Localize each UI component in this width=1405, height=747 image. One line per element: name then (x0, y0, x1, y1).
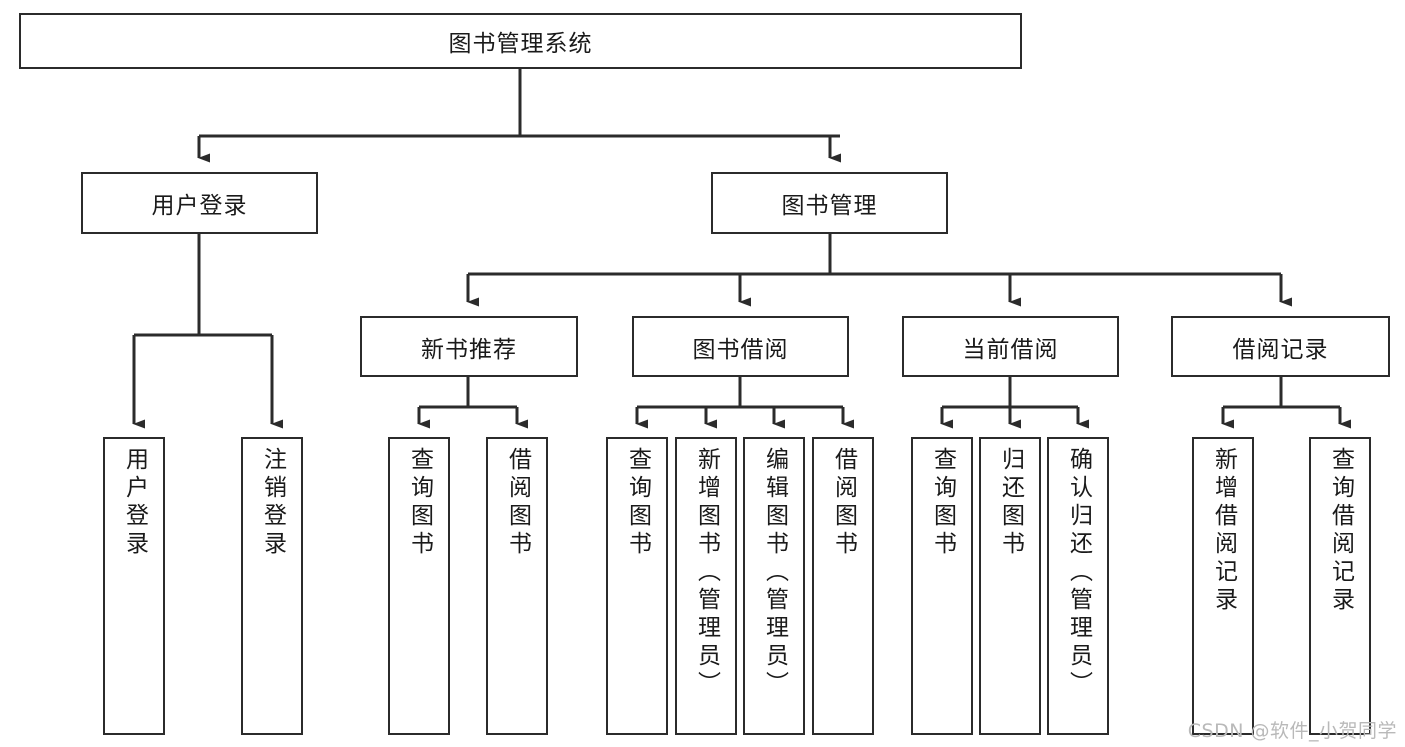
node-label: 用户登录 (151, 193, 248, 219)
leaf-borrow-edit-book-admin[interactable]: 编辑图书（管理员） (743, 437, 805, 735)
leaf-current-return-book[interactable]: 归还图书 (979, 437, 1041, 735)
leaf-borrow-borrow-book[interactable]: 借阅图书 (812, 437, 874, 735)
node-label: 当前借阅 (962, 336, 1059, 363)
node-label: 编辑图书（管理员） (761, 447, 788, 699)
node-new-book-recommend[interactable]: 新书推荐 (360, 316, 578, 377)
node-label: 新书推荐 (421, 336, 517, 363)
leaf-current-confirm-return-admin[interactable]: 确认归还（管理员） (1047, 437, 1109, 735)
node-current-borrow[interactable]: 当前借阅 (902, 316, 1119, 377)
node-label: 用户登录 (121, 447, 148, 559)
leaf-user-login-login[interactable]: 用户登录 (103, 437, 165, 735)
node-label: 图书管理系统 (448, 31, 593, 57)
node-label: 注销登录 (259, 447, 286, 559)
node-label: 借阅记录 (1232, 336, 1329, 363)
node-book-management[interactable]: 图书管理 (711, 172, 948, 234)
node-label: 借阅图书 (830, 447, 857, 559)
leaf-record-add-borrow-record[interactable]: 新增借阅记录 (1192, 437, 1254, 735)
node-label: 查询图书 (624, 447, 651, 559)
node-label: 借阅图书 (504, 447, 531, 559)
node-label: 查询图书 (929, 447, 956, 559)
node-label: 图书借阅 (692, 336, 789, 363)
leaf-recommend-query-book[interactable]: 查询图书 (388, 437, 450, 735)
node-label: 查询图书 (406, 447, 433, 559)
node-label: 确认归还（管理员） (1065, 447, 1092, 699)
node-borrow-record[interactable]: 借阅记录 (1171, 316, 1390, 377)
node-label: 查询借阅记录 (1327, 447, 1354, 615)
leaf-user-login-logout[interactable]: 注销登录 (241, 437, 303, 735)
leaf-current-query-book[interactable]: 查询图书 (911, 437, 973, 735)
leaf-borrow-query-book[interactable]: 查询图书 (606, 437, 668, 735)
node-book-borrow[interactable]: 图书借阅 (632, 316, 849, 377)
node-label: 新增借阅记录 (1210, 447, 1237, 615)
leaf-record-query-borrow-record[interactable]: 查询借阅记录 (1309, 437, 1371, 735)
leaf-recommend-borrow-book[interactable]: 借阅图书 (486, 437, 548, 735)
csdn-watermark: CSDN @软件_小贺同学 (1187, 720, 1397, 742)
node-user-login[interactable]: 用户登录 (81, 172, 318, 234)
node-label: 图书管理 (781, 193, 878, 219)
node-label: 新增图书（管理员） (693, 447, 720, 699)
leaf-borrow-add-book-admin[interactable]: 新增图书（管理员） (675, 437, 737, 735)
node-label: 归还图书 (997, 447, 1024, 559)
node-root-book-management-system[interactable]: 图书管理系统 (19, 13, 1022, 69)
